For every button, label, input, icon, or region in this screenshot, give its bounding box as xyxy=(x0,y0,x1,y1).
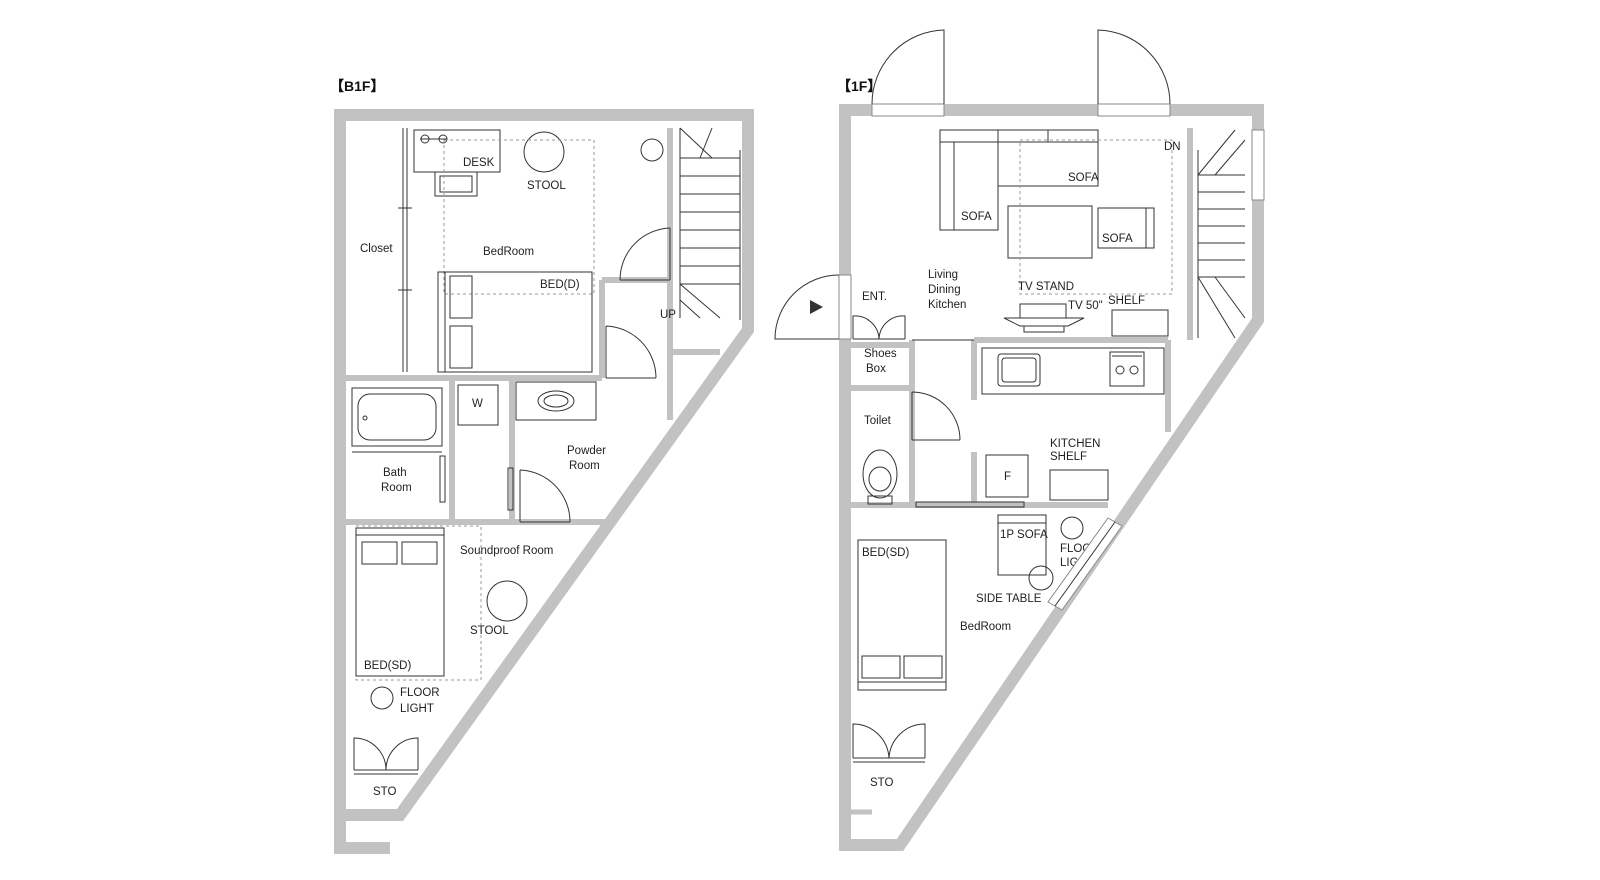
one-p-sofa xyxy=(997,514,1047,576)
shoes-label-2: Box xyxy=(866,363,886,375)
kitchen-sink xyxy=(997,353,1041,387)
sink-counter xyxy=(515,381,597,421)
stool-bottom xyxy=(486,580,528,622)
1f-outer-wall xyxy=(839,104,1264,851)
side-table xyxy=(1028,565,1054,591)
side-table-label: SIDE TABLE xyxy=(976,593,1042,605)
sink xyxy=(537,390,575,412)
b1f-outer-wall xyxy=(334,109,754,821)
sto-label-b1f: STO xyxy=(373,786,396,798)
entrance-door xyxy=(774,274,840,340)
shelf-label: SHELF xyxy=(1108,295,1145,307)
ldk-label-2: Dining xyxy=(928,284,961,296)
kitchen-shelf xyxy=(1049,469,1109,501)
closet-label: Closet xyxy=(360,243,393,255)
b1f-stairs xyxy=(679,127,741,320)
bath-label-2: Room xyxy=(381,482,412,494)
ldk-label-1: Living xyxy=(928,269,958,281)
bed-sd-label-1f: BED(SD) xyxy=(862,547,909,559)
shelf xyxy=(1111,309,1169,337)
toilet-bowl xyxy=(862,449,898,499)
one-p-sofa-label: 1P SOFA xyxy=(1000,529,1048,541)
sto-door-right xyxy=(385,737,419,771)
b1f-lamp xyxy=(640,138,664,162)
up-label: UP xyxy=(660,309,676,321)
1f-top-door-right xyxy=(1097,29,1171,105)
shoes-box-door-right xyxy=(878,315,906,340)
b1f-plan: 【B1F】 Closet DESK STOOL BedRoom xyxy=(330,78,754,854)
bedroom-label: BedRoom xyxy=(483,246,534,258)
sliding-door xyxy=(915,501,1025,508)
powder-label-1: Powder xyxy=(567,445,606,457)
1f-plan: 【1F】 ENT. SOFA SOFA xyxy=(774,29,1265,851)
fridge-label: F xyxy=(1004,471,1011,483)
bed-double xyxy=(437,271,593,373)
sto-door-left xyxy=(353,737,387,771)
sofa-right xyxy=(1097,207,1155,249)
stove xyxy=(1109,351,1145,387)
bed-semi-double-1f xyxy=(857,539,947,691)
b1f-door-hall-bottom xyxy=(605,325,657,379)
toilet-door xyxy=(911,391,961,441)
powder-door xyxy=(519,469,571,523)
ent-label: ENT. xyxy=(862,291,887,303)
toilet-label: Toilet xyxy=(864,415,892,427)
b1f-label: 【B1F】 xyxy=(330,78,384,94)
stool-top-label: STOOL xyxy=(527,180,566,192)
1f-top-door-right-frame xyxy=(1097,103,1171,117)
1f-top-door-left xyxy=(871,29,945,105)
floor-light-1f xyxy=(1060,516,1084,540)
powder-label-2: Room xyxy=(569,460,600,472)
desk-label: DESK xyxy=(463,157,495,169)
bath-door xyxy=(439,455,446,503)
sto-1f-door-left xyxy=(852,723,890,759)
kitchen-counter xyxy=(981,347,1165,395)
sofa-right-label: SOFA xyxy=(1102,233,1133,245)
desk-chair xyxy=(434,171,478,197)
washer xyxy=(457,384,499,426)
bed-d-label: BED(D) xyxy=(540,279,580,291)
fridge xyxy=(985,454,1029,498)
floor-light-b1f xyxy=(370,686,394,710)
bed-semi-double-b1f xyxy=(355,527,445,677)
ldk-label-3: Kitchen xyxy=(928,299,966,311)
entrance-frame xyxy=(838,274,852,340)
bathtub xyxy=(351,387,443,447)
dn-label: DN xyxy=(1164,141,1181,153)
washer-label: W xyxy=(472,398,483,410)
bed-sd-label-b1f: BED(SD) xyxy=(364,660,411,672)
b1f-outer-wall-base xyxy=(334,815,390,854)
w-door xyxy=(507,467,514,511)
soundproof-label: Soundproof Room xyxy=(460,545,553,557)
coffee-table xyxy=(1007,205,1093,259)
stool-bottom-label: STOOL xyxy=(470,625,509,637)
1f-window-right xyxy=(1251,129,1265,201)
shoes-box-door-left xyxy=(852,315,880,340)
sofa-left-label: SOFA xyxy=(961,211,992,223)
1f-stairs xyxy=(1197,129,1246,339)
b1f-door-hall-top xyxy=(619,227,671,281)
1f-label: 【1F】 xyxy=(837,78,881,94)
shoes-label-1: Shoes xyxy=(864,348,897,360)
kitchen-shelf-label-2: SHELF xyxy=(1050,451,1087,463)
sto-label-1f: STO xyxy=(870,777,893,789)
bedroom-1f-label: BedRoom xyxy=(960,621,1011,633)
kitchen-shelf-label-1: KITCHEN xyxy=(1050,438,1100,450)
tv xyxy=(1003,317,1085,327)
entrance-arrow-icon xyxy=(810,300,823,314)
tv-label: TV 50" xyxy=(1068,300,1103,312)
tv-stand xyxy=(1019,303,1067,319)
floor-light-b1f-label-1: FLOOR xyxy=(400,687,440,699)
tv-stand-label: TV STAND xyxy=(1018,281,1074,293)
sto-1f-door-right xyxy=(888,723,926,759)
bath-label-1: Bath xyxy=(383,467,407,479)
stool-top xyxy=(523,131,565,173)
floor-light-b1f-label-2: LIGHT xyxy=(400,703,434,715)
1f-top-door-left-frame xyxy=(871,103,945,117)
sofa-top-label: SOFA xyxy=(1068,172,1099,184)
